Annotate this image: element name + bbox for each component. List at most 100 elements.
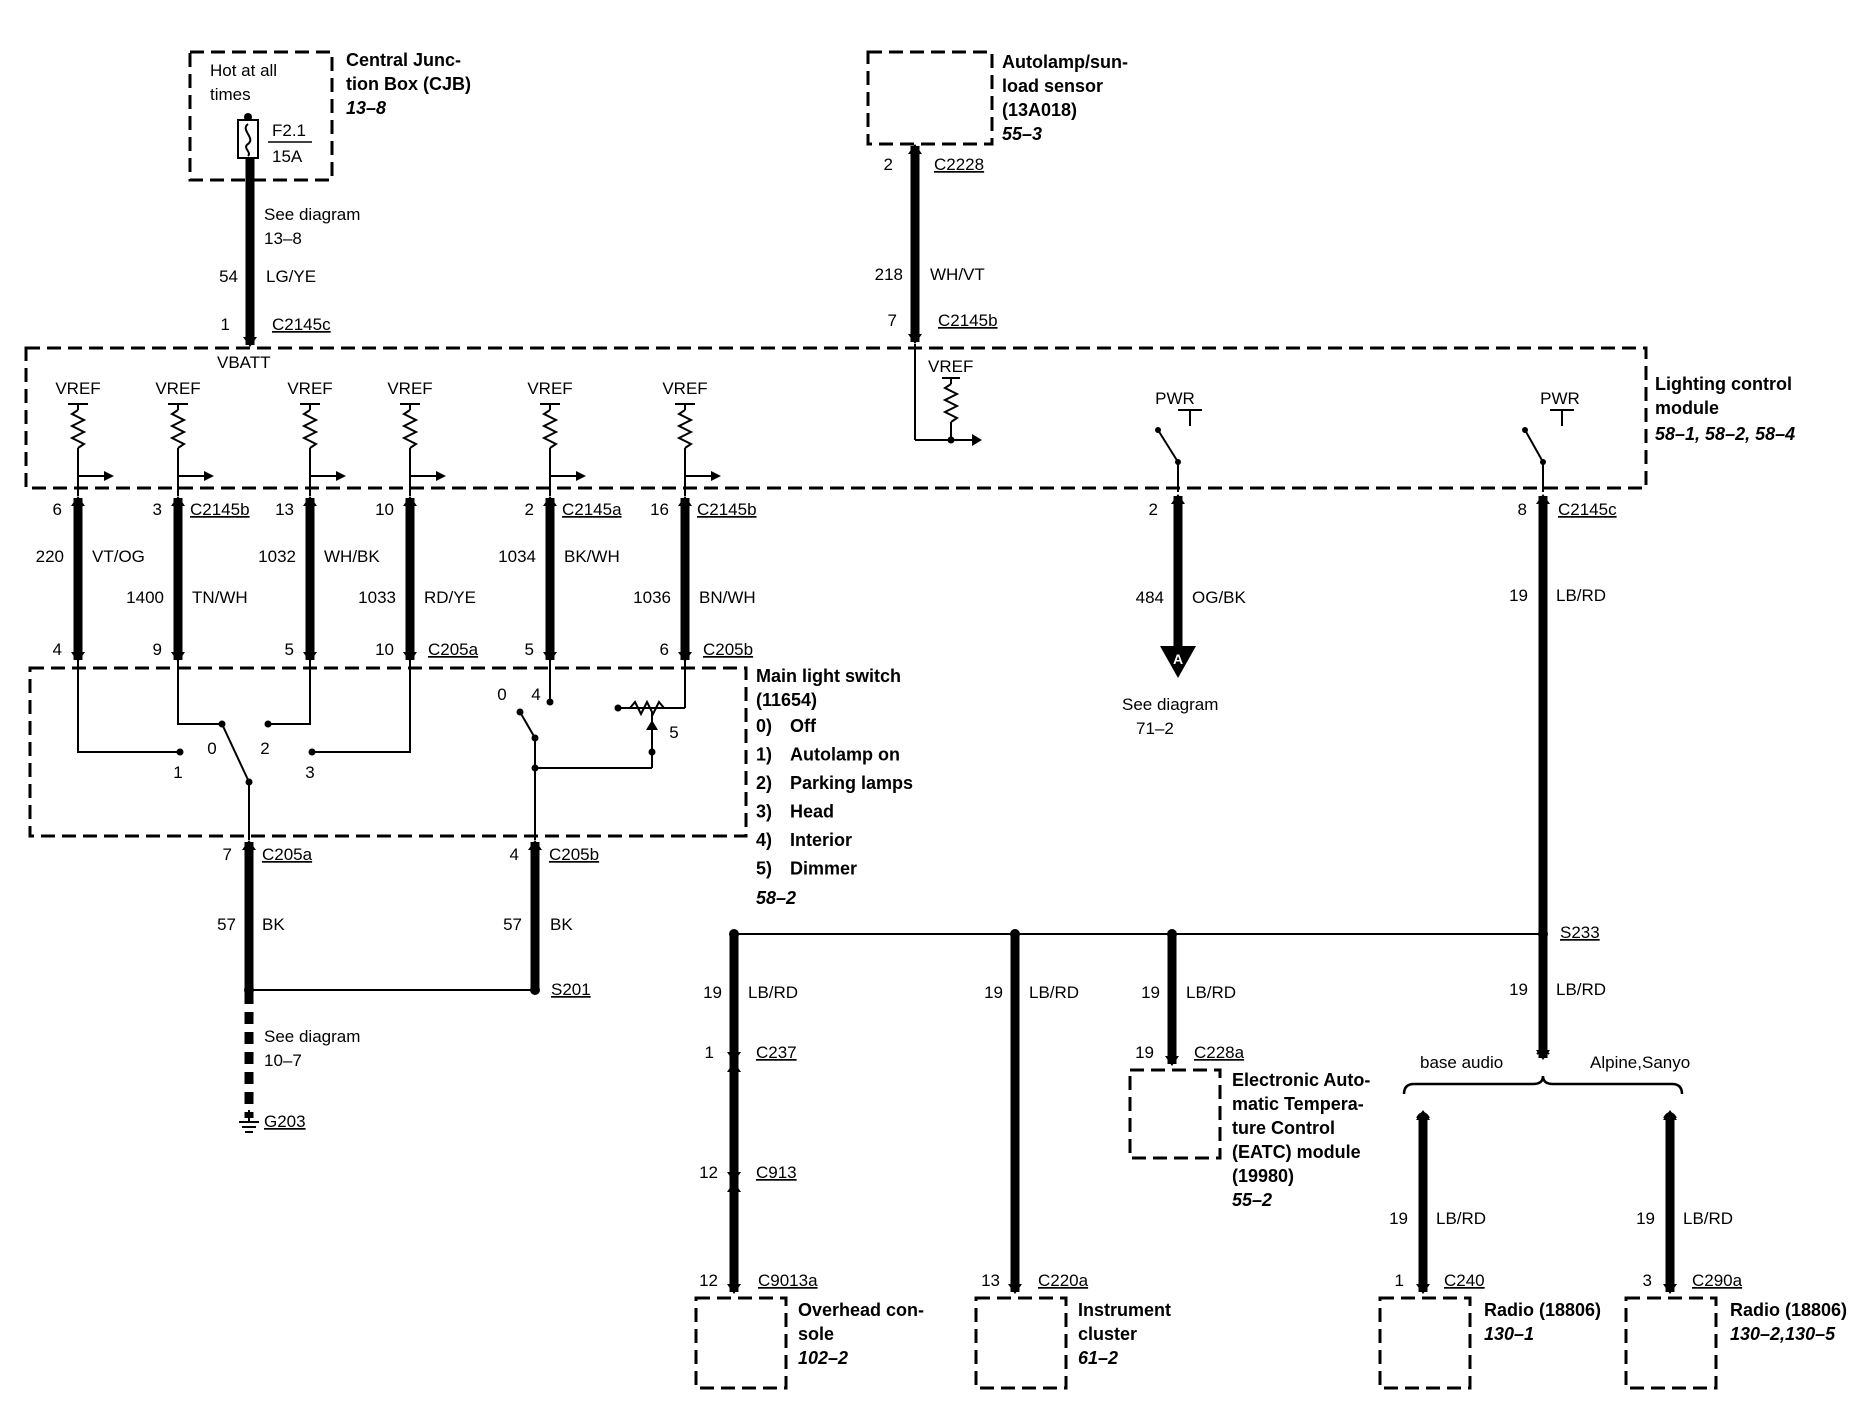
gnd-circuit-a: 57 <box>217 915 236 934</box>
wire-pin-bottom: 5 <box>285 640 294 659</box>
wire-conn-top: C2145b <box>697 500 757 519</box>
lbrd-circuit-2: 19 <box>1509 980 1528 999</box>
gnd-label: G203 <box>264 1112 306 1131</box>
sensor-box <box>866 50 994 146</box>
ic-circuit: 19 <box>984 983 1003 1002</box>
legend-number: 1) <box>756 745 772 765</box>
oh-conn-2: C913 <box>756 1163 797 1182</box>
switch-pos-4: 4 <box>531 685 540 704</box>
ic-name-1: Instrument <box>1078 1300 1171 1320</box>
cjb-ref: 13–8 <box>346 98 386 118</box>
resistor-icon <box>942 383 960 423</box>
switch-pos-3: 3 <box>305 763 314 782</box>
r1-pin: 1 <box>1395 1271 1404 1290</box>
wire-pin-bottom: 6 <box>660 640 669 659</box>
ic-name-2: cluster <box>1078 1324 1137 1344</box>
wire-circuit: 1033 <box>358 588 396 607</box>
resistor-icon <box>69 409 87 449</box>
sensor-pin-top: 2 <box>884 155 893 174</box>
lbrd-pin: 8 <box>1518 500 1527 519</box>
gnd-see-2: 10–7 <box>264 1051 302 1070</box>
legend-label: Head <box>790 802 834 822</box>
cjb-hot-line1: Hot at all <box>210 61 277 80</box>
wire-color: WH/BK <box>324 547 380 566</box>
eatc-conn: C228a <box>1194 1043 1245 1062</box>
legend-label: Interior <box>790 830 852 850</box>
r1-conn: C240 <box>1444 1271 1485 1290</box>
sensor-conn: C2145b <box>938 311 998 330</box>
cjb-pin: 1 <box>221 315 230 334</box>
r2-name: Radio (18806) <box>1730 1300 1847 1320</box>
cjb-circuit: 54 <box>219 267 238 286</box>
sensor-pin: 7 <box>888 311 897 330</box>
cjb-color: LG/YE <box>266 267 316 286</box>
lbrd-splice: S233 <box>1560 923 1600 942</box>
ic-conn: C220a <box>1038 1271 1089 1290</box>
switch-pos-2: 2 <box>260 739 269 758</box>
ic-pin: 13 <box>981 1271 1000 1290</box>
connector-arrow-a <box>1160 646 1196 678</box>
ground-icon <box>239 1110 259 1133</box>
legend-number: 0) <box>756 716 772 736</box>
og-see-2: 71–2 <box>1136 719 1174 738</box>
wire-circuit: 1032 <box>258 547 296 566</box>
switch-pos-0b: 0 <box>497 685 506 704</box>
wire-conn-bottom: C205b <box>703 640 753 659</box>
lbrd-color-2: LB/RD <box>1556 980 1606 999</box>
oh-pin-3: 12 <box>699 1271 718 1290</box>
cjb-box <box>188 50 334 182</box>
sensor-name-2: load sensor <box>1002 76 1103 96</box>
oh-ref: 102–2 <box>798 1348 848 1368</box>
eatc-pin: 19 <box>1135 1043 1154 1062</box>
vref-label: VREF <box>662 379 707 398</box>
vref-label: VREF <box>55 379 100 398</box>
vbatt-label: VBATT <box>217 353 271 372</box>
sensor-ref: 55–3 <box>1002 124 1042 144</box>
resistor-icon <box>676 409 694 449</box>
resistor-icon <box>541 409 559 449</box>
gnd-see-1: See diagram <box>264 1027 360 1046</box>
sensor-name-3: (13A018) <box>1002 100 1077 120</box>
sensor-vref: VREF <box>928 357 973 376</box>
vref-label: VREF <box>527 379 572 398</box>
vref-label: VREF <box>387 379 432 398</box>
r2-ref: 130–2,130–5 <box>1730 1324 1836 1344</box>
gnd-conn-a: C205a <box>262 845 313 864</box>
r2-color: LB/RD <box>1683 1209 1733 1228</box>
eatc-ref: 55–2 <box>1232 1190 1272 1210</box>
wire-color: RD/YE <box>424 588 476 607</box>
gnd-pin-a: 7 <box>223 845 232 864</box>
sensor-conn-top: C2228 <box>934 155 984 174</box>
eatc-circuit: 19 <box>1141 983 1160 1002</box>
vref-label: VREF <box>287 379 332 398</box>
eatc-name-5: (19980) <box>1232 1166 1294 1186</box>
oh-color: LB/RD <box>748 983 798 1002</box>
eatc-name-3: ture Control <box>1232 1118 1335 1138</box>
cjb-name-2: tion Box (CJB) <box>346 74 471 94</box>
wire-pin-bottom: 9 <box>153 640 162 659</box>
switch-title-1: Main light switch <box>756 666 901 686</box>
legend-label: Parking lamps <box>790 773 913 793</box>
resistor-icon <box>169 409 187 449</box>
cjb-conn: C2145c <box>272 315 331 334</box>
r1-color: LB/RD <box>1436 1209 1486 1228</box>
wire-color: BK/WH <box>564 547 620 566</box>
switch-box <box>28 666 748 838</box>
switch-title-2: (11654) <box>756 690 817 710</box>
r2-conn: C290a <box>1692 1271 1743 1290</box>
wire-pin-top: 2 <box>525 500 534 519</box>
rotary-selector <box>77 660 411 840</box>
cjb-hot-line2: times <box>210 85 251 104</box>
switch-ref: 58–2 <box>756 888 796 908</box>
legend-number: 4) <box>756 830 772 850</box>
og-circuit: 484 <box>1136 588 1164 607</box>
gnd-splice: S201 <box>551 980 591 999</box>
instrument-cluster-box <box>974 1296 1068 1390</box>
eatc-color: LB/RD <box>1186 983 1236 1002</box>
cjb-see-1: See diagram <box>264 205 360 224</box>
oh-conn-3: C9013a <box>758 1271 818 1290</box>
